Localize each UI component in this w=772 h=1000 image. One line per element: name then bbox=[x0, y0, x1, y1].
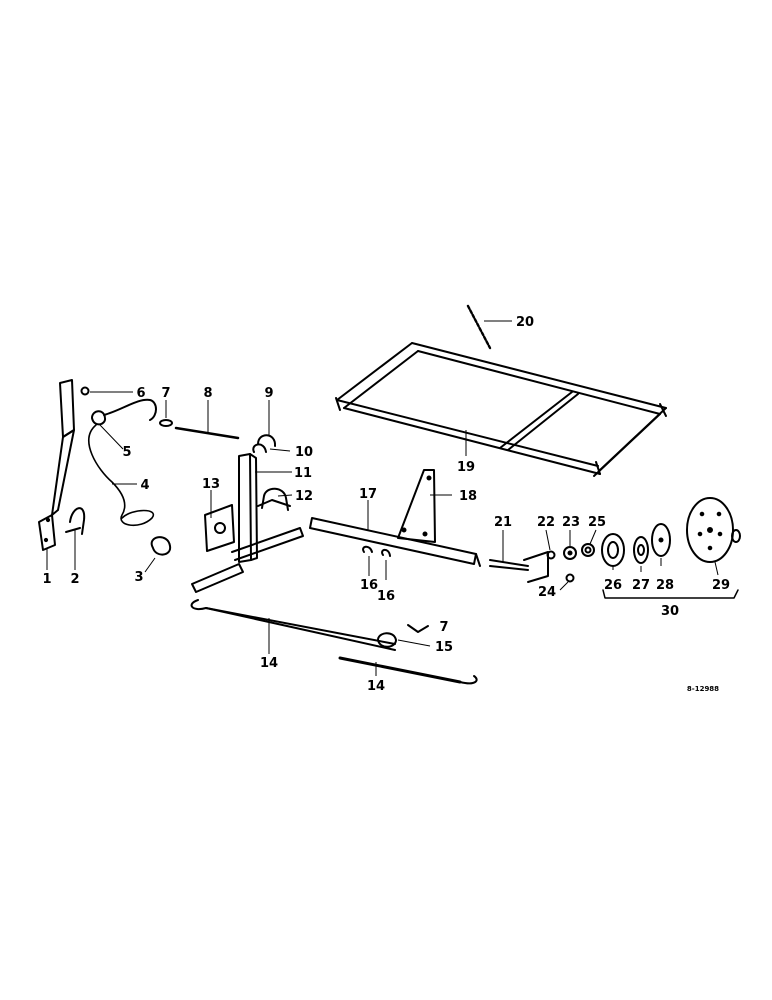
callout-20: 20 bbox=[516, 315, 534, 330]
callout-22: 22 bbox=[537, 515, 555, 530]
leader-lines bbox=[46, 320, 719, 676]
callout-17: 17 bbox=[359, 487, 377, 502]
base-frame bbox=[191, 527, 304, 593]
part-7-bent-wire bbox=[407, 624, 429, 633]
part-26-gear-hub bbox=[601, 533, 625, 567]
callout-24: 24 bbox=[538, 585, 556, 600]
callout-15: 15 bbox=[435, 640, 453, 655]
callout-27: 27 bbox=[632, 578, 650, 593]
group-30-bracket bbox=[602, 589, 739, 599]
part-22-nut bbox=[546, 550, 556, 560]
callout-25: 25 bbox=[588, 515, 606, 530]
part-17-cross-shaft bbox=[309, 517, 481, 567]
callout-11: 11 bbox=[294, 466, 312, 481]
part-20-chain bbox=[466, 304, 492, 350]
part-8-rod bbox=[174, 426, 240, 440]
callout-2: 2 bbox=[70, 572, 79, 587]
part-1-upright-bracket bbox=[38, 379, 75, 551]
part-16-clips bbox=[362, 545, 391, 557]
part-14-long-rod-upper bbox=[190, 599, 396, 651]
part-28-plate bbox=[651, 523, 671, 557]
part-29-disc bbox=[686, 497, 741, 563]
callout-19: 19 bbox=[457, 460, 475, 475]
callout-4: 4 bbox=[140, 478, 149, 493]
part-2-u-bolt bbox=[65, 507, 86, 535]
part-9-hook-clip bbox=[257, 434, 277, 447]
callout-8: 8 bbox=[203, 386, 212, 401]
part-7-washer bbox=[159, 419, 173, 427]
callout-28: 28 bbox=[656, 578, 674, 593]
part-10-clip bbox=[252, 443, 267, 453]
callout-21: 21 bbox=[494, 515, 512, 530]
callout-3: 3 bbox=[134, 570, 143, 585]
part-15-coupler bbox=[377, 632, 397, 648]
callout-16b: 16 bbox=[377, 589, 395, 604]
part-23-hub bbox=[563, 546, 577, 560]
part-4-cable bbox=[88, 424, 155, 527]
callout-23: 23 bbox=[562, 515, 580, 530]
part-21-stub-shaft bbox=[489, 551, 549, 583]
callout-30: 30 bbox=[661, 604, 679, 619]
callout-labels: 1 2 3 4 5 6 7 8 9 10 11 12 13 14 15 16 1… bbox=[42, 315, 730, 694]
callout-1: 1 bbox=[42, 572, 51, 587]
callout-10: 10 bbox=[295, 445, 313, 460]
part-11-lever-post bbox=[238, 453, 258, 563]
part-25-bearing bbox=[581, 543, 595, 557]
part-12-saddle-clamp bbox=[257, 487, 291, 511]
callout-14a: 14 bbox=[260, 656, 278, 671]
callout-9: 9 bbox=[264, 386, 273, 401]
callout-14b: 14 bbox=[367, 679, 385, 694]
callout-18: 18 bbox=[459, 489, 477, 504]
callout-7b: 7 bbox=[439, 620, 448, 635]
part-3-loop-clip bbox=[150, 536, 172, 556]
drawing-code: 8-12988 bbox=[687, 685, 719, 693]
part-24-nut bbox=[565, 573, 575, 583]
part-18-triangle-bracket bbox=[397, 469, 436, 543]
callout-6: 6 bbox=[136, 386, 145, 401]
part-27-flange bbox=[633, 536, 649, 564]
callout-13: 13 bbox=[202, 477, 220, 492]
part-5-cable-end bbox=[91, 398, 157, 426]
callout-7: 7 bbox=[161, 386, 170, 401]
callout-12: 12 bbox=[295, 489, 313, 504]
callout-16a: 16 bbox=[360, 578, 378, 593]
part-14-long-rod-lower bbox=[338, 656, 478, 685]
callout-29: 29 bbox=[712, 578, 730, 593]
callout-5: 5 bbox=[122, 445, 131, 460]
part-13-bracket-plate bbox=[204, 504, 235, 552]
callout-26: 26 bbox=[604, 578, 622, 593]
part-19-frame bbox=[335, 342, 667, 477]
part-6-nut bbox=[80, 386, 90, 396]
